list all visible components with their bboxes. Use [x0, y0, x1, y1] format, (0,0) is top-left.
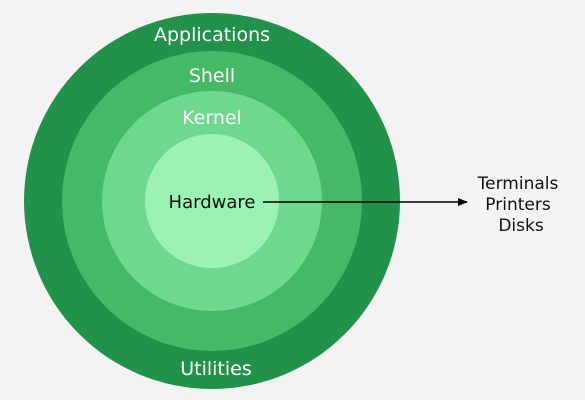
hardware-label: Hardware — [169, 192, 256, 213]
applications-label: Applications — [154, 24, 270, 46]
kernel-label: Kernel — [182, 107, 242, 129]
device-disks-label: Disks — [498, 216, 544, 236]
device-terminals-label: Terminals — [477, 174, 559, 194]
hardware-core — [145, 134, 279, 268]
utilities-label: Utilities — [180, 358, 252, 380]
device-printers-label: Printers — [485, 195, 551, 215]
shell-label: Shell — [189, 65, 235, 87]
